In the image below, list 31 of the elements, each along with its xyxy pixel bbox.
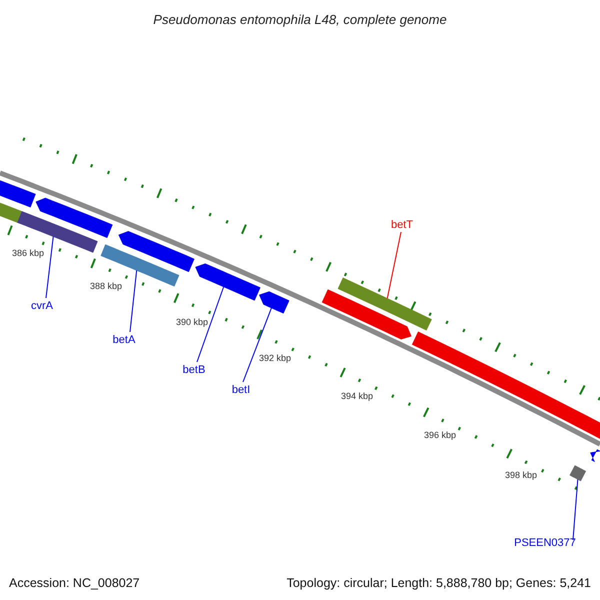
position-label: 398 kbp: [504, 470, 538, 480]
gene-feature-pointed: [259, 291, 290, 314]
leader-line: [386, 232, 402, 299]
position-label: 394 kbp: [340, 391, 374, 401]
gene-label: betA: [112, 334, 136, 346]
gene-label: PSEEN0377: [514, 537, 576, 549]
gene-feature-pointed: [322, 289, 412, 340]
leader-line: [572, 478, 578, 540]
genome-summary: Topology: circular; Length: 5,888,780 bp; Genes: 5,241: [286, 575, 591, 592]
title: Pseudomonas entomophila L48, complete genome: [152, 11, 448, 29]
gene-label: betT: [391, 219, 413, 231]
leader-line: [242, 307, 272, 382]
gene-feature-pointed: [36, 198, 113, 238]
gene-feature-pointed: [590, 449, 600, 462]
leader-line: [196, 286, 224, 362]
accession-note: Accession: NC_008027: [9, 575, 140, 592]
gene-label: cvrA: [31, 300, 53, 312]
gene-feature: [338, 278, 432, 330]
leader-line: [130, 270, 138, 332]
position-label: 390 kbp: [176, 317, 208, 327]
gene-label: betI: [232, 384, 250, 396]
gene-feature-pointed: [118, 231, 194, 272]
gene-feature: [412, 332, 600, 440]
gene-feature-pointed: [195, 263, 260, 301]
gene-feature: [570, 465, 586, 482]
position-label: 392 kbp: [258, 353, 292, 363]
leader-line: [46, 236, 54, 298]
position-label: 386 kbp: [12, 248, 44, 258]
position-label: 396 kbp: [424, 430, 456, 440]
position-label: 388 kbp: [90, 281, 122, 291]
gene-label: betB: [182, 364, 206, 376]
